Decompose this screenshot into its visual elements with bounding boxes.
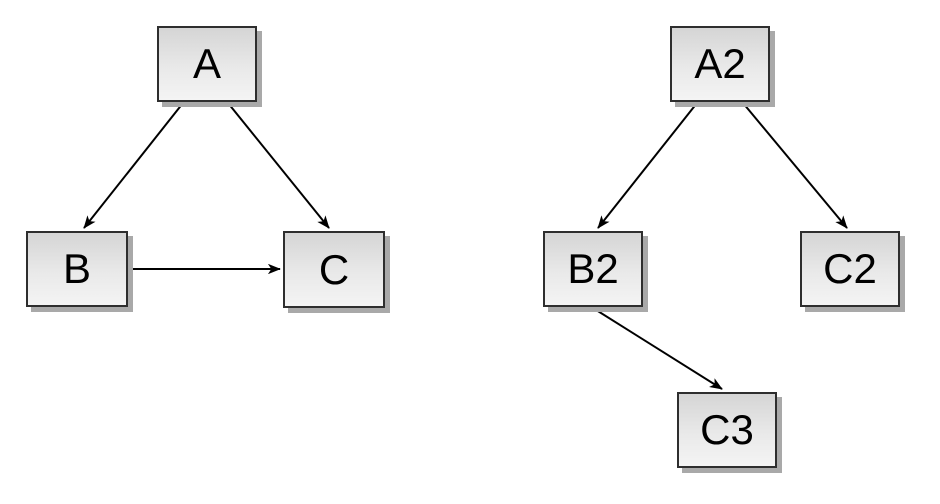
edge-B2-to-C3 <box>592 307 723 390</box>
node-B2: B2 <box>543 231 643 307</box>
node-label-C: C <box>318 245 350 293</box>
node-label-A2: A2 <box>694 40 746 87</box>
node-label-B2: B2 <box>567 245 619 292</box>
node-label-B: B <box>62 245 91 292</box>
node-label-A: A <box>192 40 221 87</box>
edge-A-to-C <box>227 102 330 229</box>
node-label-C3: C3 <box>700 406 754 453</box>
edge-A-to-B <box>83 102 184 229</box>
node-A2: A2 <box>670 26 770 102</box>
node-C2: C2 <box>800 231 900 307</box>
node-A: A <box>157 26 257 102</box>
edge-A2-to-C2 <box>742 102 848 229</box>
edge-A2-to-B2 <box>597 102 698 229</box>
node-B: B <box>26 231 128 307</box>
node-C: C <box>283 231 385 308</box>
edges-group <box>83 102 848 390</box>
node-C3: C3 <box>677 392 777 468</box>
node-label-C2: C2 <box>823 245 877 292</box>
